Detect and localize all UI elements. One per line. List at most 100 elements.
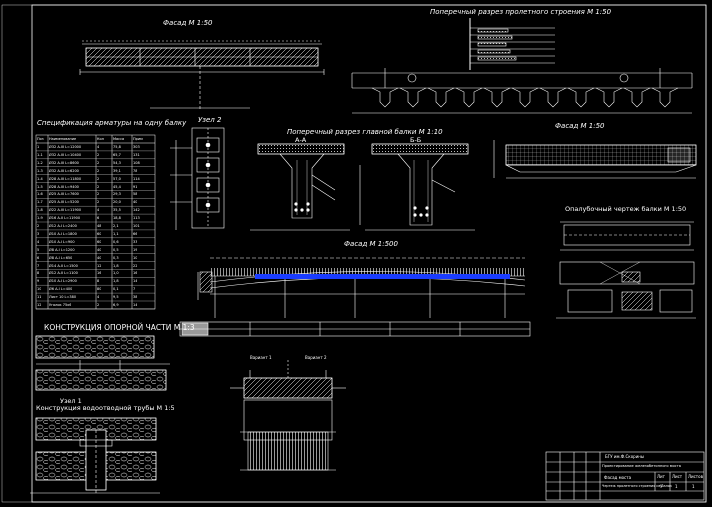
spec-cell: Уголок 75x6 xyxy=(49,303,72,307)
spec-cell: 1-1 xyxy=(37,152,43,157)
spec-cell: 6 xyxy=(37,255,40,260)
spec-cell: 38 xyxy=(133,295,138,300)
spec-table-title: Спецификация арматуры на одну балку xyxy=(37,119,187,127)
stamp-val-sheets: 1 xyxy=(692,484,695,489)
stamp-grid xyxy=(545,451,705,501)
spec-cell: 1,8 xyxy=(113,279,119,284)
spec-cell: 1,0 xyxy=(113,271,119,276)
spec-cell: 7 xyxy=(133,287,136,292)
stamp-sheet-title: Фасад моста xyxy=(604,475,632,480)
spec-cell: 40 xyxy=(97,247,102,252)
spec-cell: 60 xyxy=(97,231,102,236)
support-title: КОНСТРУКЦИЯ ОПОРНОЙ ЧАСТИ М 1:3 xyxy=(44,323,195,332)
spec-cell: Ø32 A-III L=8600 xyxy=(49,160,79,165)
beam-section-title: Поперечный разрез главной балки М 1:10 xyxy=(287,128,443,136)
spec-cell: Ø22 A-III L=11900 xyxy=(49,208,82,213)
facade-long-title: Фасад М 1:500 xyxy=(344,240,398,248)
spec-cell: Ø16 A-II L=11900 xyxy=(49,216,81,221)
spec-cell: 2 xyxy=(97,160,100,165)
spec-cell: 48 xyxy=(97,224,102,228)
spec-cell: 14 xyxy=(133,303,138,307)
spec-cell: 80 xyxy=(97,287,102,292)
node2-drawing xyxy=(170,127,225,230)
spec-cell: 4 xyxy=(37,239,40,244)
spec-cell: 22 xyxy=(133,263,138,268)
spec-cell: 16 xyxy=(133,271,138,276)
facade-top-drawing xyxy=(79,40,325,110)
spec-cell: 1,8 xyxy=(113,263,119,268)
spec-cell: 58 xyxy=(133,192,138,197)
spec-cell: 2 xyxy=(97,176,100,181)
spec-cell: 113 xyxy=(133,216,140,221)
node1-title: Узел 1 xyxy=(60,397,82,405)
spec-cell: Ø28 A-III L=9400 xyxy=(49,184,79,189)
beam-section-aa-drawing xyxy=(250,143,350,231)
spec-cell: 1-8 xyxy=(37,208,43,213)
spec-cell: 2,1 xyxy=(113,224,119,228)
drain-title: Конструкция водоотводной трубы М 1:5 xyxy=(36,404,175,412)
spec-header-cell: Масса xyxy=(113,137,125,141)
spec-header-cell: Наименование xyxy=(49,137,77,141)
spec-cell: 4 xyxy=(97,208,100,213)
spec-cell: 2 xyxy=(37,224,40,228)
spec-cell: Ø32 A-III L=10400 xyxy=(49,152,82,157)
stamp-project: Проектирование железобетонного моста xyxy=(602,464,681,468)
spec-cell: 11 xyxy=(37,295,42,300)
spec-cell: 1-2 xyxy=(37,160,43,165)
spec-cell: Ø32 A-III L=6200 xyxy=(49,168,79,173)
spec-cell: 65,7 xyxy=(113,152,121,157)
stamp-col-lit: Лит xyxy=(657,474,665,479)
spec-cell: 20,0 xyxy=(113,200,121,205)
facade-long-drawing xyxy=(179,257,531,337)
spec-cell: 101 xyxy=(133,224,140,228)
cross-section-title: Поперечный разрез пролетного строения М … xyxy=(430,8,612,16)
railing-drawing xyxy=(230,360,346,471)
cross-section-drawing xyxy=(351,18,693,114)
spec-cell: 29,3 xyxy=(113,192,121,197)
spec-cell: Ø28 A-III L=11800 xyxy=(49,176,82,181)
spec-cell: Ø10 A-I L=1800 xyxy=(49,231,77,236)
spec-cell: 66 xyxy=(133,231,138,236)
spec-cell: 10 xyxy=(37,287,42,292)
spec-cell: 75,8 xyxy=(113,145,121,149)
spec-cell: Ø8 A-I L=650 xyxy=(49,255,73,260)
spec-cell: 18,8 xyxy=(113,216,121,221)
support-drawing xyxy=(35,335,170,391)
spec-cell: 2 xyxy=(97,184,100,189)
spec-cell: 2 xyxy=(97,303,100,307)
spec-cell: Ø10 A-I L=900 xyxy=(49,239,75,244)
spec-cell: 3 xyxy=(37,231,40,236)
spec-cell: 40 xyxy=(133,200,138,205)
spec-cell: 12 xyxy=(97,263,102,268)
spec-cell: Ø25 A-III L=5200 xyxy=(49,200,79,205)
spec-cell: 0,1 xyxy=(113,287,119,292)
spec-cell: 54,3 xyxy=(113,160,121,165)
spec-cell: 35,5 xyxy=(113,208,121,213)
facade-top-title: Фасад М 1:50 xyxy=(163,19,213,27)
section-aa-label: А-А xyxy=(295,136,307,144)
spec-cell: 1-7 xyxy=(37,200,43,205)
spec-cell: 1-9 xyxy=(37,216,43,221)
spec-cell: 0,5 xyxy=(113,247,119,252)
node2-title: Узел 2 xyxy=(198,116,222,124)
spec-cell: 2 xyxy=(97,192,100,197)
spec-cell: Ø8 A-I L=1200 xyxy=(49,247,75,252)
spec-cell: 33 xyxy=(133,239,138,244)
spec-cell: Ø14 A-II L=1500 xyxy=(49,263,78,268)
spec-cell: Ø6 A-I L=400 xyxy=(49,287,73,292)
spec-cell: 6,9 xyxy=(113,303,119,307)
spec-cell: 8 xyxy=(97,279,100,284)
spec-header-cell: Прим xyxy=(133,137,143,141)
stamp-sheet-desc: Чертеж пролетного строения из балок xyxy=(602,484,672,488)
spec-cell: 9 xyxy=(37,279,40,284)
spec-cell: Ø12 A-I L=2400 xyxy=(49,224,77,228)
railing-label-1: Вариант 1 xyxy=(250,355,272,360)
spec-cell: 0,6 xyxy=(113,239,119,244)
spec-cell: 12 xyxy=(37,303,42,307)
stamp-col-sheets: Листов xyxy=(688,474,703,479)
spec-cell: 40 xyxy=(97,255,102,260)
spec-cell: 6 xyxy=(97,216,100,221)
spec-cell: 1-3 xyxy=(37,168,43,173)
